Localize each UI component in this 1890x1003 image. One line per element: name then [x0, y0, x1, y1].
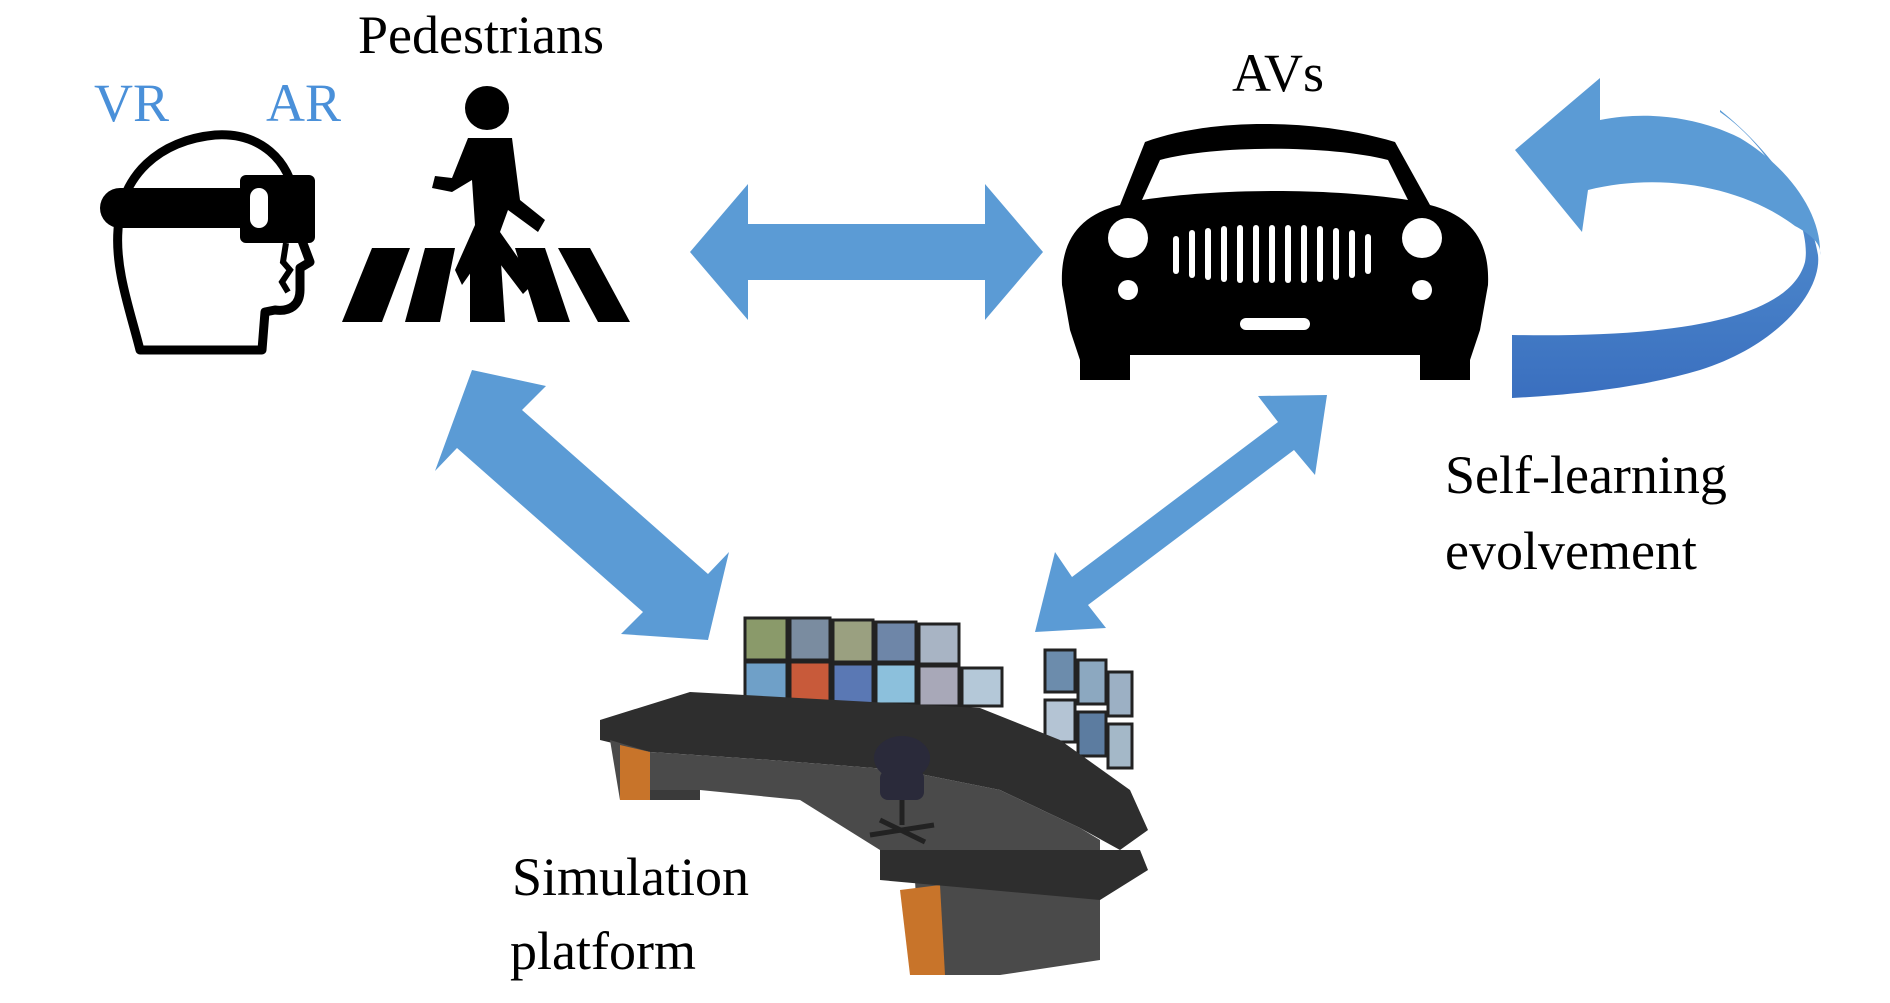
vr-headset-icon: [100, 130, 315, 355]
vr-label: VR: [94, 73, 170, 133]
cycle-arrow-icon: [1512, 78, 1821, 398]
double-arrow-avs-simulation: [1035, 395, 1327, 632]
self-learning-label-line2: evolvement: [1445, 521, 1697, 581]
self-learning-label-line1: Self-learning: [1445, 445, 1727, 505]
double-arrow-pedestrians-simulation: [435, 370, 729, 640]
pedestrians-label: Pedestrians: [358, 5, 604, 65]
simulation-label-line1: Simulation: [512, 847, 750, 907]
control-room-console-icon: [600, 616, 1148, 975]
car-icon: [1061, 124, 1489, 380]
simulation-label-line2: platform: [510, 921, 696, 981]
pedestrian-crossing-icon: [342, 86, 630, 322]
double-arrow-pedestrians-avs: [690, 184, 1043, 320]
ar-label: AR: [266, 73, 342, 133]
avs-label: AVs: [1232, 43, 1325, 103]
